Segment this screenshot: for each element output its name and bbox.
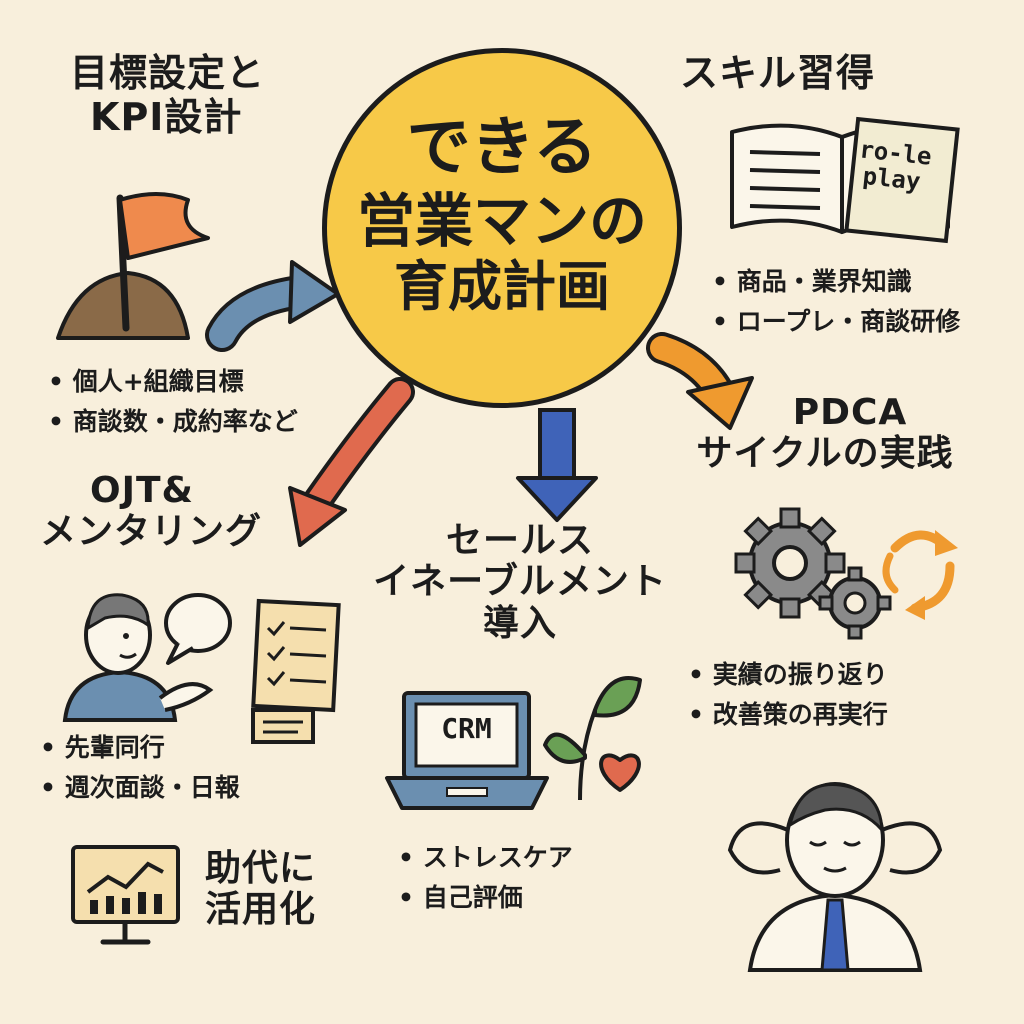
book-roleplay-label: ro-le play	[855, 135, 933, 196]
arrow-center-to-enablement	[516, 408, 598, 522]
plant-heart-icon	[543, 676, 642, 801]
skill-bullet-item: 商品・業界知識	[712, 262, 960, 302]
flag-icon	[56, 192, 210, 340]
enablement-title-line1: セールス	[445, 520, 594, 561]
ojt-title-line2: メンタリング	[40, 511, 263, 553]
pdca-bullet-item: 改善策の再実行	[688, 695, 888, 735]
goal-bullet-item: 商談数・成約率など	[48, 402, 298, 442]
ojt-bullet-item: 先輩同行	[40, 728, 240, 768]
pdca-bullet-list: 実績の振り返り 改善策の再実行	[688, 655, 888, 735]
arrow-goal-to-center	[205, 260, 340, 352]
pdca-bullet-item: 実績の振り返り	[688, 655, 888, 695]
arrow-center-to-pdca	[646, 332, 754, 430]
laptop-crm-label: CRM	[441, 712, 492, 745]
data-title-line1: 助代に	[205, 848, 317, 889]
ojt-bullet-item: 週次面談・日報	[40, 768, 240, 808]
center-title-line2: 営業マンの	[356, 186, 647, 255]
pdca-title-line1: PDCA	[792, 392, 908, 433]
cycle-arrows-icon	[882, 530, 958, 620]
center-title-line1: できる	[406, 111, 598, 185]
checklist-icon	[251, 598, 341, 744]
mentor-person-icon	[62, 593, 214, 722]
skill-section-title: スキル習得	[680, 51, 876, 95]
data-section-title: 助代に 活用化	[205, 848, 316, 931]
arrow-center-to-ojt	[288, 377, 415, 547]
goal-section-title: 目標設定と KPI設計	[70, 51, 266, 139]
skill-bullet-list: 商品・業界知識 ロープレ・商談研修	[712, 262, 961, 342]
center-circle: できる 営業マンの 育成計画	[322, 48, 682, 408]
chart-monitor-icon	[71, 845, 180, 945]
enablement-bullet-item: ストレスケア	[398, 838, 573, 878]
ojt-title-line1: OJT&	[90, 470, 194, 511]
center-title-line3: 育成計画	[394, 254, 610, 318]
gear-small-icon	[818, 566, 892, 640]
data-title-line2: 活用化	[205, 889, 317, 931]
relaxed-person-icon	[727, 782, 943, 972]
enablement-title-line3: 導入	[482, 602, 557, 644]
laptop-icon	[385, 691, 549, 810]
gear-large-icon	[734, 507, 846, 619]
speech-bubble-icon	[164, 593, 232, 665]
ojt-bullet-list: 先輩同行 週次面談・日報	[40, 728, 240, 808]
gears-cycle-icon	[734, 507, 958, 640]
enablement-bullet-item: 自己評価	[398, 878, 573, 918]
goal-bullet-item: 個人+組織目標	[48, 362, 298, 402]
goal-bullet-list: 個人+組織目標 商談数・成約率など	[48, 362, 298, 442]
pdca-section-title: PDCA サイクルの実践	[660, 392, 990, 475]
enablement-section-title: セールス イネーブルメント 導入	[350, 520, 690, 644]
book-icon	[730, 116, 960, 244]
pdca-title-line2: サイクルの実践	[696, 433, 954, 475]
enablement-bullet-list: ストレスケア 自己評価	[398, 838, 573, 918]
goal-title-line1: 目標設定と	[70, 51, 266, 95]
skill-bullet-item: ロープレ・商談研修	[712, 302, 961, 342]
enablement-title-line2: イネーブルメント	[373, 561, 667, 603]
goal-title-line2: KPI設計	[90, 94, 243, 139]
ojt-section-title: OJT& メンタリング	[40, 470, 262, 553]
